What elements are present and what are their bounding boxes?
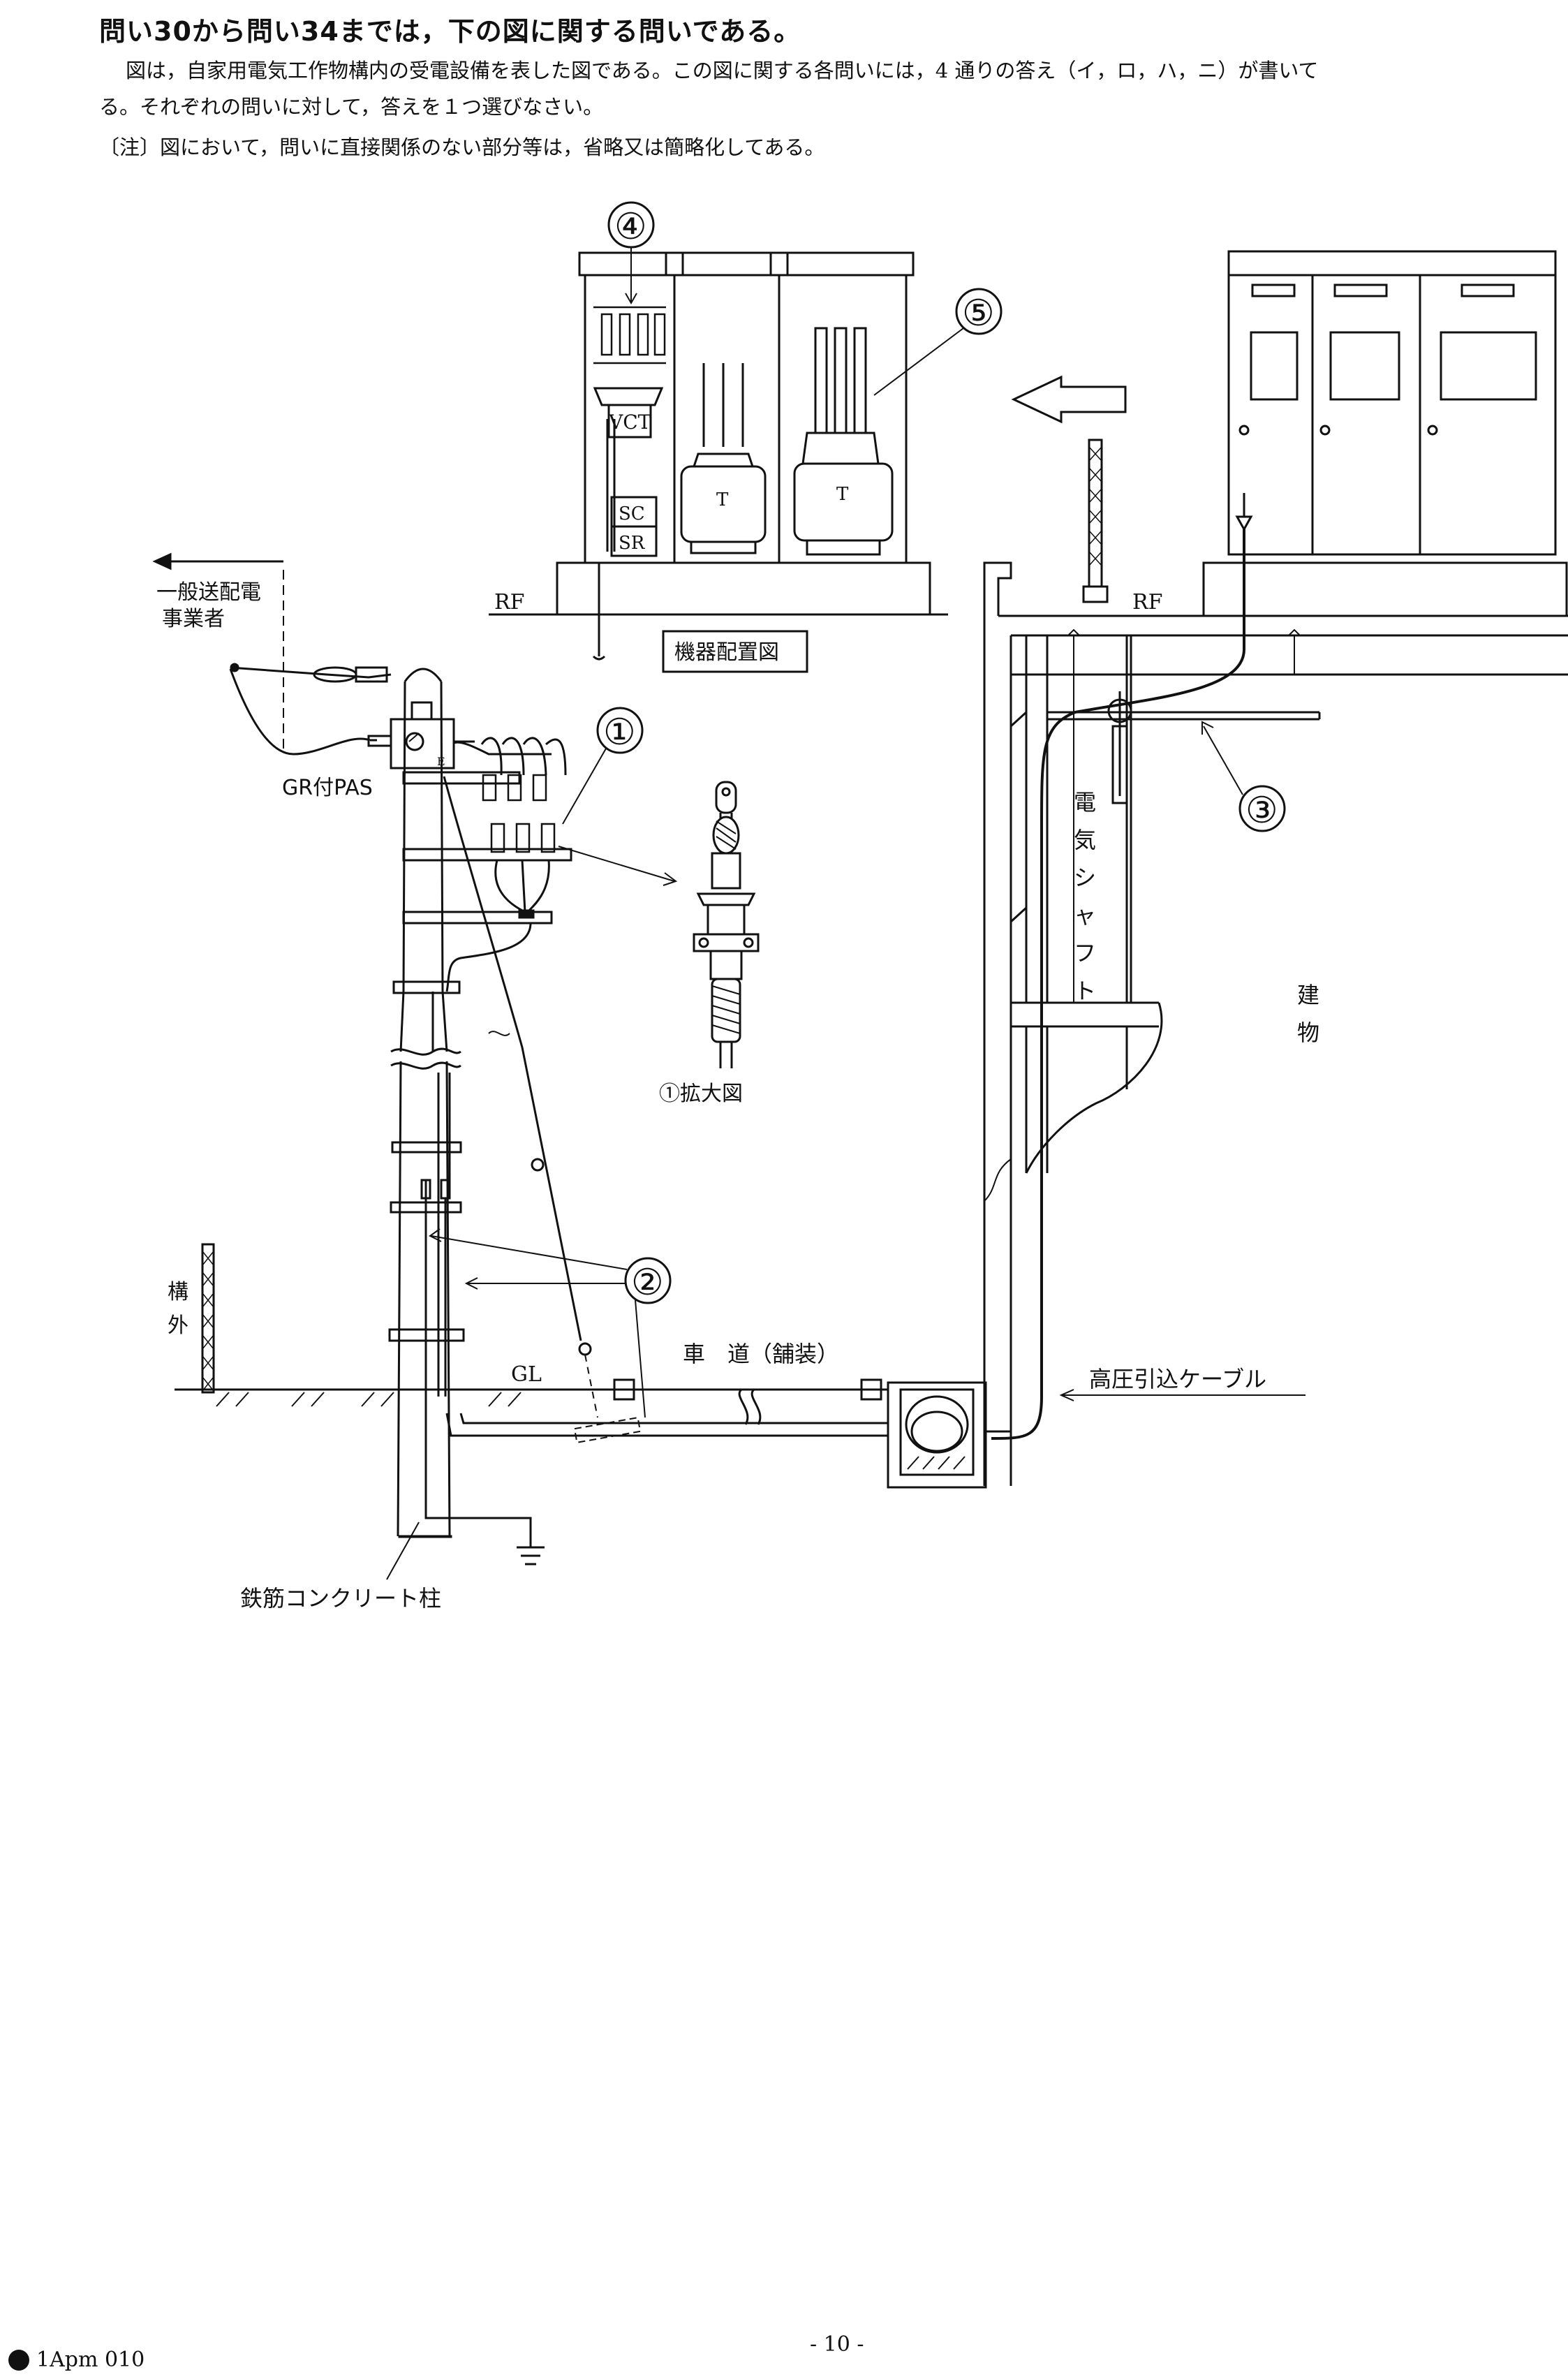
- bullet-dot: [8, 2349, 29, 2371]
- handhole: [887, 1381, 1011, 1489]
- transformer-2-label: T: [836, 484, 849, 505]
- gr-pas-label: GR付PAS: [282, 776, 373, 800]
- svg-text:建: 建: [1297, 982, 1319, 1008]
- page-number: - 10 -: [810, 2332, 864, 2357]
- rf-left-label: RF: [494, 590, 524, 614]
- svg-text:電: 電: [1074, 789, 1096, 816]
- footer-code-text: 1Apm 010: [36, 2348, 145, 2372]
- svg-text:構: 構: [168, 1280, 188, 1304]
- layout-caption: 機器配置図: [674, 640, 779, 665]
- shaft-label: 電 気 シ ャ フ ト: [1074, 789, 1096, 1004]
- intro-line-2: る。それぞれの問いに対して，答えを１つ選びなさい。: [99, 95, 604, 119]
- direction-arrow: [1011, 375, 1127, 424]
- svg-text:一般送配電: 一般送配電: [156, 580, 261, 605]
- concrete-pole: E: [367, 668, 642, 1538]
- svg-text:気: 気: [1074, 827, 1096, 853]
- transformer-1-label: T: [716, 489, 729, 510]
- circle-5-label: ⑤: [962, 293, 995, 334]
- fence-post: [1088, 439, 1103, 588]
- sr-label: SR: [619, 533, 646, 554]
- right-switchgear: [1202, 250, 1568, 617]
- svg-text:外: 外: [168, 1313, 188, 1338]
- enlarged-caption: ①拡大図: [659, 1082, 743, 1106]
- e-mark: E: [437, 755, 445, 768]
- gl-label: GL: [511, 1362, 542, 1387]
- circle-2-label: ②: [631, 1262, 664, 1304]
- pole-caption: 鉄筋コンクリート柱: [240, 1585, 441, 1612]
- svg-text:フ: フ: [1074, 940, 1096, 966]
- utility-label: 一般送配電 事業者: [156, 580, 261, 631]
- enlarged-insulator: [693, 781, 760, 1068]
- cubicle-layout: VCT SC SR T T: [489, 251, 948, 661]
- rf-right-label: RF: [1132, 590, 1162, 614]
- roadway-label: 車 道（舗装）: [683, 1341, 839, 1367]
- svg-text:シ: シ: [1074, 864, 1096, 891]
- footer-code: 1Apm 010: [8, 2348, 145, 2372]
- building-label: 建 物: [1297, 982, 1319, 1046]
- circle-1-label: ①: [603, 712, 636, 753]
- svg-text:ト: ト: [1074, 978, 1096, 1004]
- hv-cable-route: [991, 529, 1245, 1440]
- outside-label: 構 外: [168, 1280, 188, 1338]
- svg-text:物: 物: [1297, 1019, 1319, 1046]
- note-line: 〔注〕図において，問いに直接関係のない部分等は，省略又は簡略化してある。: [99, 135, 825, 159]
- sc-label: SC: [619, 503, 645, 524]
- ground-line: GL 車 道（舗装）: [175, 1341, 888, 1425]
- circle-3-label: ③: [1245, 790, 1278, 832]
- intro-line-1: 図は，自家用電気工作物構内の受電設備を表した図である。この図に関する各問いには，…: [126, 59, 1319, 82]
- svg-text:ャ: ャ: [1074, 902, 1096, 929]
- building-structure: [983, 561, 1568, 1486]
- svg-text:事業者: 事業者: [162, 607, 225, 631]
- circle-4-label: ④: [614, 206, 647, 248]
- page-heading: 問い30から問い34までは，下の図に関する問いである。: [99, 16, 801, 47]
- hv-cable-label: 高圧引込ケーブル: [1089, 1366, 1266, 1392]
